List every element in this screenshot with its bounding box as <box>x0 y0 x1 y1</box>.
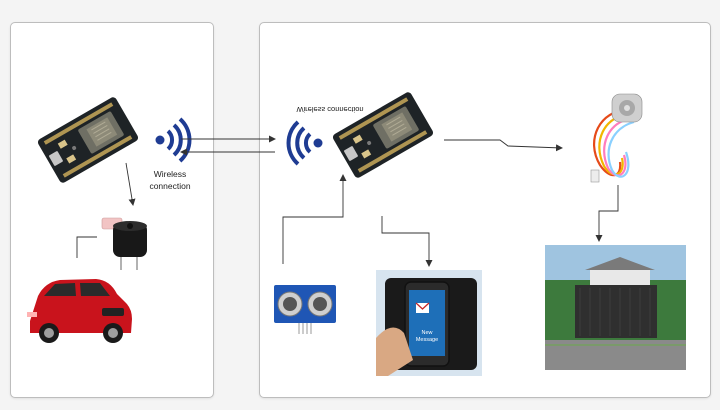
driveway-gate-icon <box>545 245 686 370</box>
board-to-phone-connector <box>381 216 433 267</box>
red-car-icon <box>27 279 132 343</box>
esp8266-board-right <box>331 90 435 180</box>
board-to-buzzer-connector <box>125 162 136 206</box>
motor-to-gate-connector <box>595 185 619 242</box>
ultrasonic-sensor-icon <box>274 285 336 334</box>
wifi-signal-right-icon <box>286 120 325 166</box>
sensor-to-board-connector <box>282 174 347 264</box>
wireless-label-right-mirrored: Wireless connection <box>296 105 363 114</box>
wifi-signal-left-icon <box>153 117 192 163</box>
stepper-motor-icon <box>590 93 643 183</box>
wireless-label-left-line2: connection <box>149 181 190 191</box>
phone-text-line2: Message <box>416 337 438 343</box>
car-to-buzzer-connector <box>76 236 97 258</box>
smartphone-message-icon: New Message <box>376 270 482 376</box>
phone-text-line1: New <box>421 330 432 336</box>
board-to-motor-connector <box>444 139 563 152</box>
wireless-label-left-line1: Wireless <box>154 169 187 179</box>
esp8266-board-left <box>36 95 140 185</box>
buzzer-icon <box>101 217 147 270</box>
